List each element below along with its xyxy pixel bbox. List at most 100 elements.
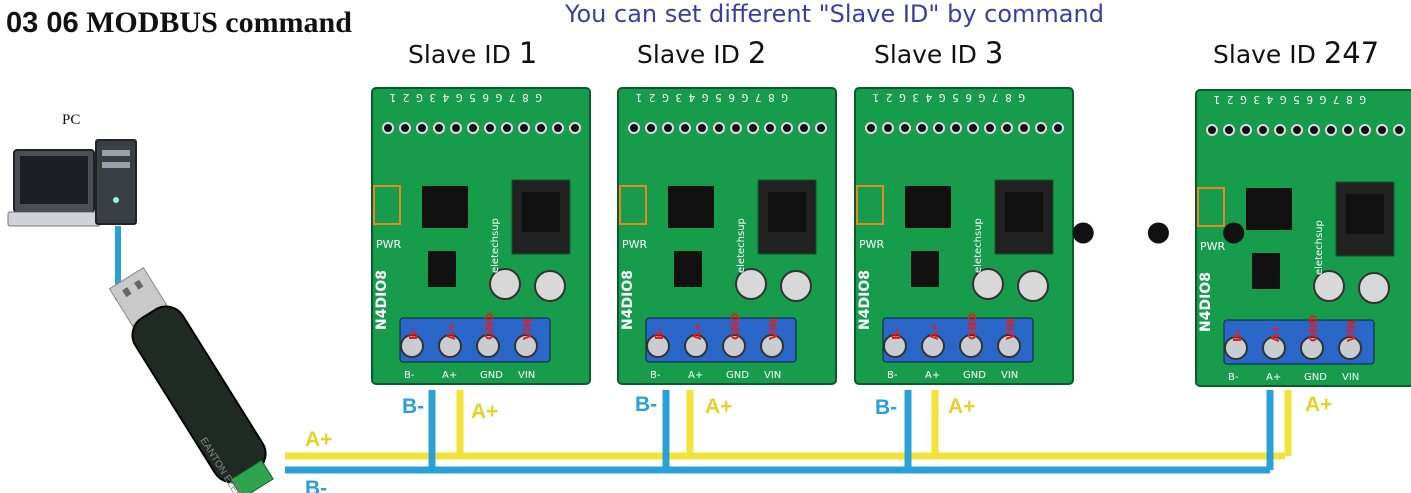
terminal-screw bbox=[514, 334, 538, 358]
header-pin bbox=[552, 122, 564, 134]
board-slave-247: G 8 7 G 6 5 G 4 3 G 2 1N4DIO8eletechsupP… bbox=[1195, 89, 1411, 387]
header-pin bbox=[1291, 124, 1303, 136]
terminal-label: A+ bbox=[1269, 324, 1282, 342]
pwr-label: PWR bbox=[1200, 240, 1226, 253]
header-pin bbox=[815, 122, 827, 134]
terminal-label: B- bbox=[407, 327, 420, 340]
terminal-label: A+ bbox=[928, 322, 941, 340]
header-pin bbox=[713, 122, 725, 134]
terminal-label: VIN bbox=[1345, 320, 1358, 342]
rs485-chip bbox=[674, 251, 702, 287]
header-pin bbox=[1325, 124, 1337, 136]
slave-label-2: Slave ID 2 bbox=[637, 36, 767, 70]
header-pin bbox=[696, 122, 708, 134]
header-pin bbox=[467, 122, 479, 134]
board-slave-2: G 8 7 G 6 5 G 4 3 G 2 1 N4DIO8 eletechsup P… bbox=[617, 87, 837, 385]
header-pin bbox=[1206, 124, 1218, 136]
subtitle: You can set different "Slave ID" by comm… bbox=[565, 0, 1104, 28]
model-label: N4DIO8 bbox=[374, 270, 390, 330]
header-pin bbox=[747, 122, 759, 134]
terminal-label: GND bbox=[966, 313, 979, 340]
brand-label: eletechsup bbox=[490, 218, 501, 273]
terminal-screw bbox=[1224, 336, 1248, 360]
regulator-body bbox=[768, 192, 806, 232]
terminal-label: VIN bbox=[521, 318, 534, 340]
bottom-pin-label: A+ bbox=[1266, 372, 1281, 383]
mcu-chip bbox=[422, 186, 468, 228]
terminal-label: B- bbox=[890, 327, 903, 340]
header-pin bbox=[1342, 124, 1354, 136]
bottom-pin-label: GND bbox=[726, 370, 749, 381]
bottom-pin-label: GND bbox=[1304, 372, 1327, 383]
bottom-pin-label: GND bbox=[963, 370, 986, 381]
bottom-pin-label: A+ bbox=[688, 370, 703, 381]
header-pin bbox=[518, 122, 530, 134]
header-pin bbox=[1393, 124, 1405, 136]
pwr-label: PWR bbox=[376, 238, 402, 251]
top-pin-labels: G 8 7 G 6 5 G 4 3 G 2 1 bbox=[636, 91, 788, 104]
header-pin bbox=[865, 122, 877, 134]
bottom-pin-label: VIN bbox=[1342, 372, 1359, 383]
capacitor bbox=[972, 268, 1004, 300]
b-label-2: B- bbox=[635, 393, 658, 416]
header-pin bbox=[433, 122, 445, 134]
pc-label: PC bbox=[62, 112, 81, 128]
a-label-3: A+ bbox=[948, 395, 976, 418]
capacitor bbox=[1017, 270, 1049, 302]
brand-label: eletechsup bbox=[973, 218, 984, 273]
model-label: N4DIO8 bbox=[857, 270, 873, 330]
a-label-2: A+ bbox=[705, 395, 733, 418]
header-pin bbox=[882, 122, 894, 134]
bottom-pin-label: VIN bbox=[764, 370, 781, 381]
terminal-label: B- bbox=[1231, 329, 1244, 342]
header-pin bbox=[662, 122, 674, 134]
header-pin bbox=[535, 122, 547, 134]
header-pin bbox=[950, 122, 962, 134]
slave-label-1: Slave ID 1 bbox=[408, 36, 538, 70]
terminal-screw bbox=[997, 334, 1021, 358]
terminal-block bbox=[882, 317, 1034, 363]
header-pin bbox=[1376, 124, 1388, 136]
terminal-block bbox=[645, 317, 797, 363]
terminal-screw bbox=[646, 334, 670, 358]
terminal-label: GND bbox=[483, 313, 496, 340]
b-label-3: B- bbox=[875, 396, 898, 419]
regulator-body bbox=[1005, 192, 1043, 232]
title-text: MODBUS command bbox=[86, 6, 352, 39]
header-pin bbox=[645, 122, 657, 134]
header-pin bbox=[1001, 122, 1013, 134]
terminal-label: VIN bbox=[1004, 318, 1017, 340]
a-label-247: A+ bbox=[1305, 393, 1333, 416]
rs485-chip bbox=[1252, 253, 1280, 289]
brand-label: eletechsup bbox=[736, 218, 747, 273]
header-pin bbox=[967, 122, 979, 134]
rs485-chip bbox=[428, 251, 456, 287]
header-pin bbox=[1240, 124, 1252, 136]
capacitor bbox=[735, 268, 767, 300]
bottom-pin-label: VIN bbox=[1001, 370, 1018, 381]
header-pin bbox=[1052, 122, 1064, 134]
slave-label-247: Slave ID 247 bbox=[1213, 36, 1380, 70]
header-pin bbox=[501, 122, 513, 134]
pwr-label: PWR bbox=[622, 238, 648, 251]
b-label-1: B- bbox=[402, 395, 425, 418]
regulator-body bbox=[522, 192, 560, 232]
capacitor bbox=[1358, 272, 1390, 304]
bottom-pin-label: B- bbox=[650, 370, 661, 381]
a-label-1: A+ bbox=[471, 400, 499, 423]
regulator-body bbox=[1346, 194, 1384, 234]
bottom-pin-label: A+ bbox=[925, 370, 940, 381]
header-pin bbox=[1035, 122, 1047, 134]
terminal-block bbox=[1223, 319, 1375, 365]
terminal-block bbox=[399, 317, 551, 363]
model-label: N4DIO8 bbox=[620, 270, 636, 330]
terminal-label: VIN bbox=[767, 318, 780, 340]
header-pin bbox=[798, 122, 810, 134]
more-slaves-ellipsis: • • • bbox=[1064, 200, 1261, 270]
pc-icon bbox=[7, 139, 137, 227]
terminal-screw bbox=[722, 334, 746, 358]
terminal-screw bbox=[684, 334, 708, 358]
mcu-chip bbox=[1246, 188, 1292, 230]
terminal-screw bbox=[438, 334, 462, 358]
